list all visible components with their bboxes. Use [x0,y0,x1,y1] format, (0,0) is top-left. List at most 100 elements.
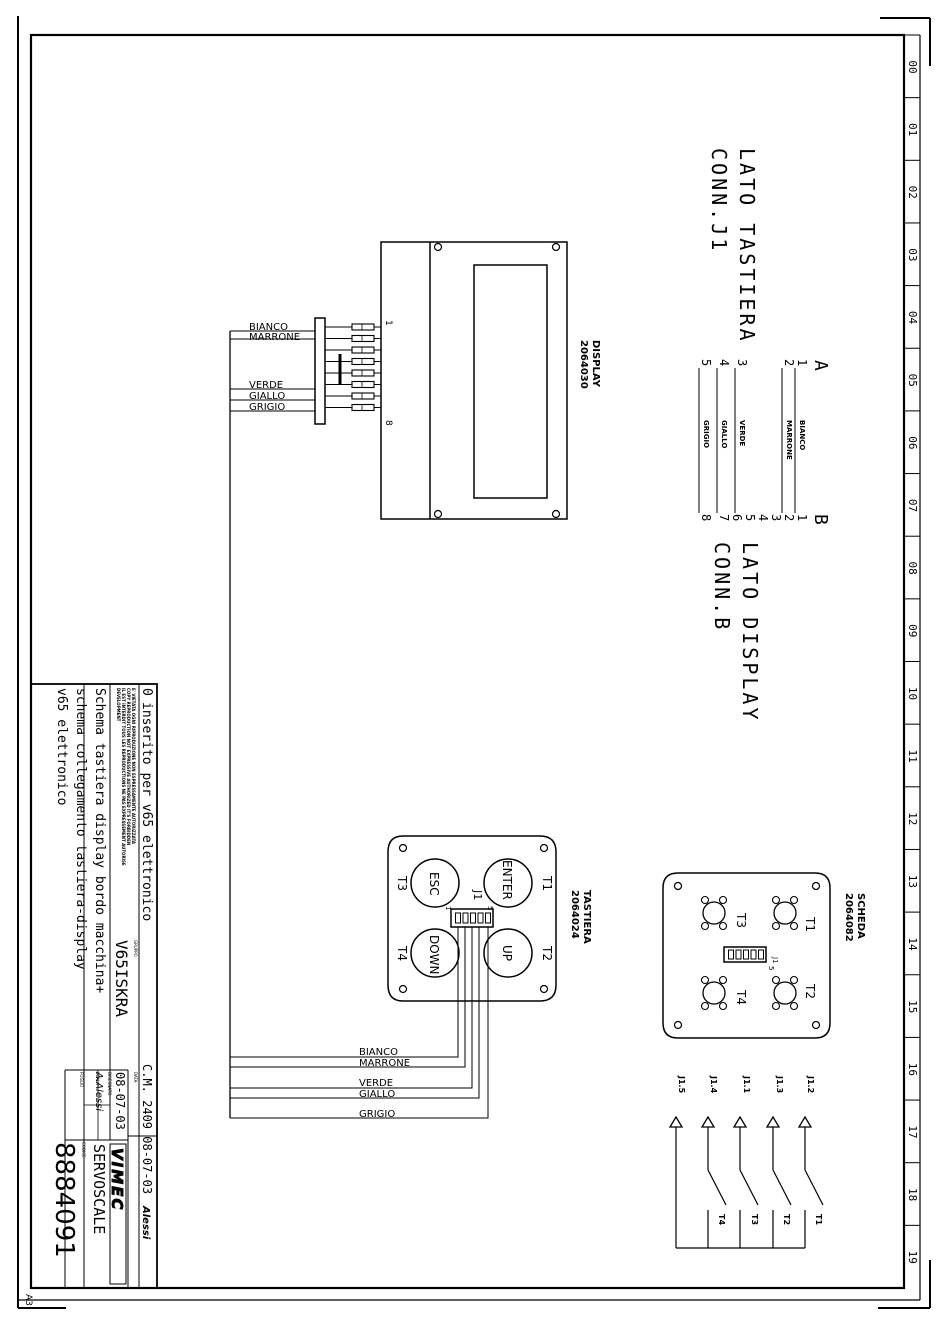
scala-caption: SCALA [95,1072,100,1085]
pin-label: J1.4 [709,1075,718,1094]
switch-t1-label: T1 [803,916,817,932]
pin-arrow [765,1115,792,1248]
wire-label: GIALLO [249,391,285,402]
display-pin [351,380,375,389]
drawing-title-line2: schema collegamento tastiera-display [73,688,88,970]
keyboard-pin [455,912,461,924]
scheda-pin [743,949,749,960]
pin-a: 1 [795,359,809,366]
scheda-pin [728,949,734,960]
pin-b: 7 [717,514,731,521]
scheda-board [662,872,831,1039]
grid-column-label: 17 [906,1125,919,1138]
kb-pin-last: 5 [486,906,494,910]
key-t1-id: T1 [540,875,554,891]
grid-column-label: 18 [906,1188,919,1201]
pin-arrow [668,1115,684,1248]
display-wires [229,330,315,1118]
keyboard-connector-j1 [450,908,494,928]
key-down [410,928,460,978]
scheda-pins [668,1115,824,1249]
switch-label: T2 [782,1214,791,1225]
table-row: 1 BIANCO 1 [794,359,809,521]
display-pin-last: 8 [383,420,393,426]
pin-b: 1 [795,514,809,521]
grid-column-label: 00 [906,60,919,73]
wire-label: BIANCO [359,1047,398,1058]
pin-arrow [797,1115,824,1248]
gruppo-caption: GRUPPO [133,940,138,957]
grid-column-label: 01 [906,123,919,136]
key-down-label: DOWN [427,935,441,975]
foglio-caption: FOGLIO [79,1072,84,1087]
switch-label: T4 [717,1214,726,1225]
switch-label: T1 [814,1214,823,1225]
switch-footprint [771,975,799,1011]
scheda-pin [735,949,742,960]
mounting-hole [551,509,561,519]
display-pin [351,357,375,366]
revision-reference: C.M. 2409 08-07-03 [140,1064,154,1194]
scheda-code: 2064082 [843,893,854,942]
revision-number: 0 [139,688,154,696]
grid-column-label: 08 [906,562,919,575]
wire-color-label: BIANCO [798,420,806,450]
sc-pin-last: 5 [767,966,775,970]
pin-b: 2 [782,514,796,521]
copyright-notice: DEVELOPMENT [116,688,121,722]
key-t2-id: T2 [540,945,554,961]
wire-color-label: MARRONE [785,420,793,460]
mounting-hole [433,509,443,519]
wire-label: MARRONE [359,1058,410,1069]
display-pin-first: 1 [383,320,393,326]
column-b-header: B [810,514,831,525]
pin-a: 4 [717,359,731,366]
pin-a: 2 [782,359,796,366]
vimec-logo: VIMEC [108,1143,127,1285]
mounting-hole [551,242,561,252]
mounting-hole [433,242,443,252]
display-plug [314,317,326,425]
title-block [30,683,158,1289]
conn-b-title: CONN.B [710,542,734,632]
gruppo-value: V65ISKRA [112,940,131,1017]
pin-label: J1.5 [677,1075,686,1094]
wire-label: BIANCO [249,322,288,333]
switch-t4-label: T4 [734,989,748,1005]
key-t4-id: T4 [395,945,409,961]
switch-footprint [771,895,799,931]
table-row: 5 GRIGIO 8 [698,359,713,521]
tastiera-board [387,835,557,1002]
key-up [483,928,533,978]
tastiera-name: TASTIERA [581,890,592,944]
grid-column-label: 15 [906,1000,919,1013]
grid-column-label: 19 [906,1251,919,1264]
key-esc [410,858,460,908]
pin-b: 6 [730,514,744,521]
wire-label: MARRONE [249,332,300,343]
display-pin [351,403,375,412]
wire-label: VERDE [249,380,283,391]
conn-j1-title: CONN.J1 [707,148,731,253]
keyboard-pin [462,912,469,924]
pin-arrow [732,1115,759,1248]
grid-column-label: 02 [906,186,919,199]
switch-t3-label: T3 [734,912,748,928]
pin-label: J1.1 [742,1075,751,1094]
pin-b-unused: 3 [769,514,783,521]
codice-value: 8884091 [49,1142,79,1258]
wire-color-label: GRIGIO [702,420,710,448]
display-pin [351,392,375,400]
copyright-notice: IL EST INTERDIT TOUS LES REPRODUCTIONS N… [121,688,126,866]
grid-column-label: 16 [906,1063,919,1076]
disegnato-caption: DISEGNATO [107,1072,112,1095]
copyright-notice: E' VIETATA OGNI RIPRODUZIONE NON ESPRESS… [131,688,136,845]
display-code: 2064030 [578,340,589,389]
scheda-connector-j1 [723,946,767,963]
table-row: 3 VERDE 6 [730,359,749,521]
switch-footprint [700,975,728,1011]
switch-t2-label: T2 [803,983,817,999]
key-t3-id: T3 [395,875,409,891]
pin-b: 8 [699,514,713,521]
